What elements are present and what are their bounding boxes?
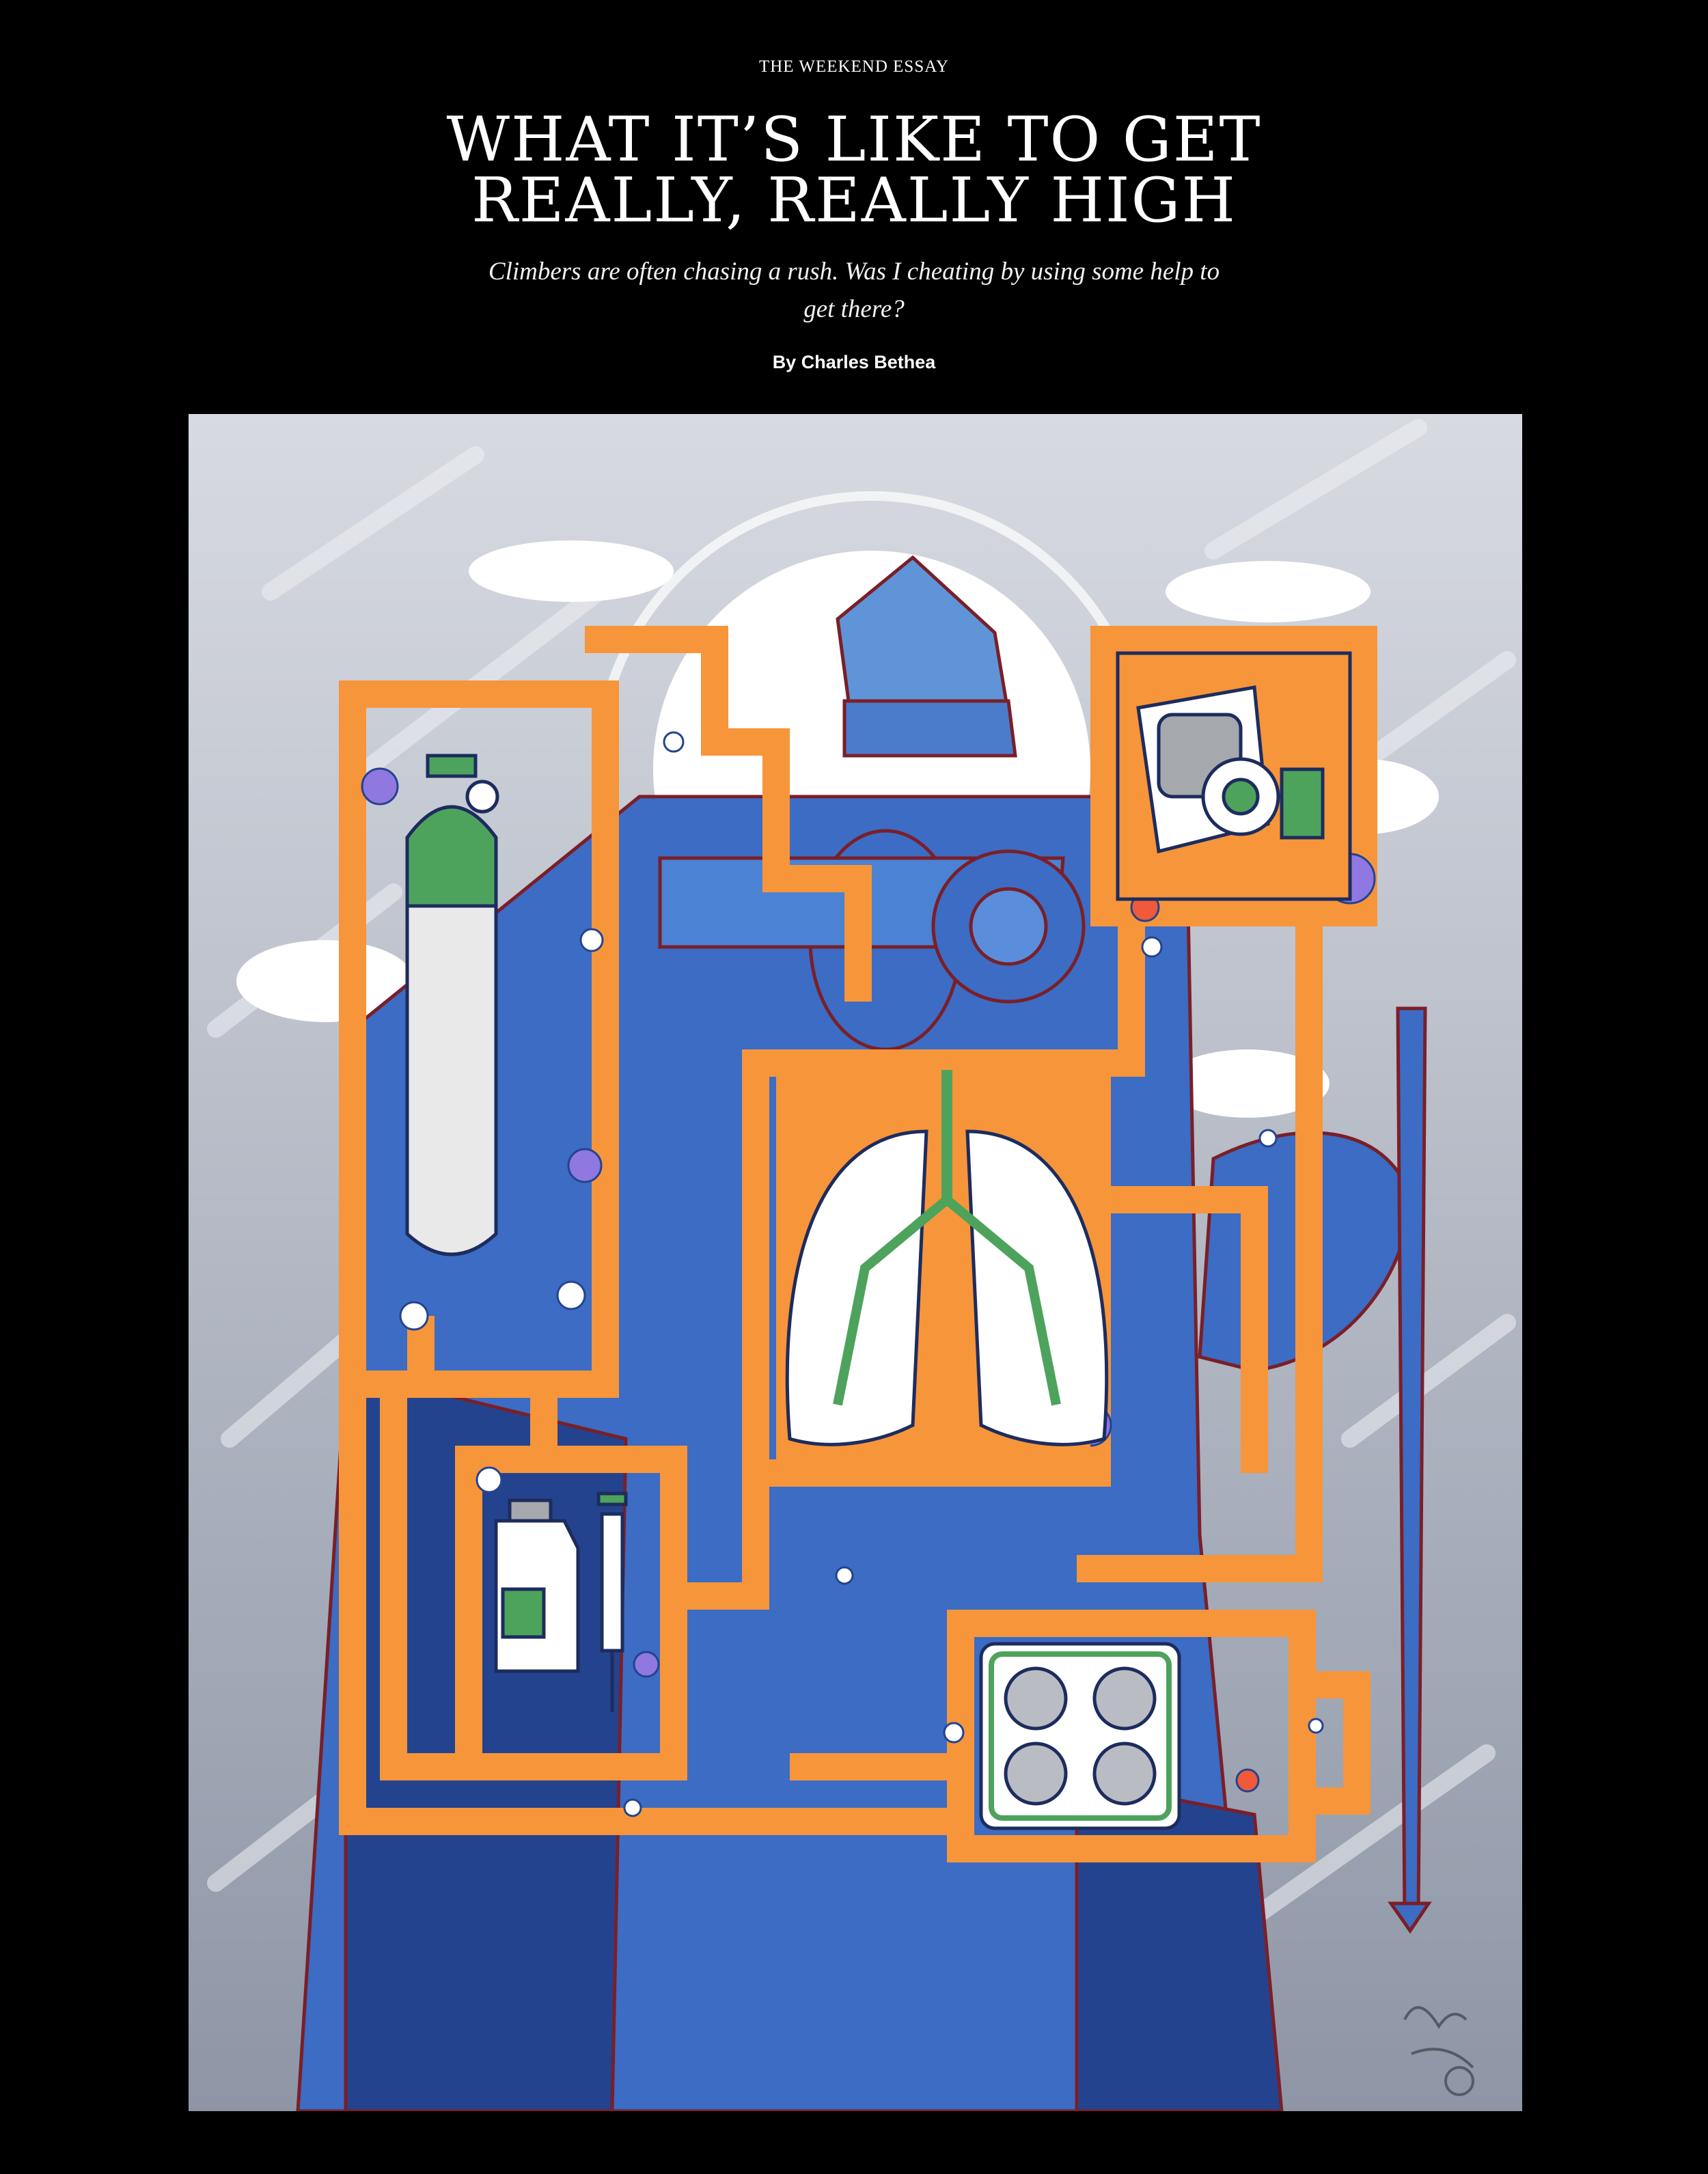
oxygen-tank-icon <box>405 754 499 1256</box>
headline: WHAT IT’S LIKE TO GET REALLY, REALLY HIG… <box>0 109 1708 232</box>
dek: Climbers are often chasing a rush. Was I… <box>488 258 1220 323</box>
ice-axe-icon <box>1388 1006 1432 1934</box>
syringe-icon <box>596 1491 628 1712</box>
headline-line-2: REALLY, REALLY HIGH <box>471 165 1237 236</box>
oxygen-mask-icon <box>1116 651 1352 901</box>
pills-icon <box>979 1642 1181 1830</box>
lungs-icon <box>776 1070 1109 1473</box>
rubric: THE WEEKEND ESSAY <box>758 57 950 76</box>
hero-illustration <box>189 414 1522 2111</box>
artist-signature <box>1403 2006 1474 2096</box>
headline-line-1: WHAT IT’S LIKE TO GET <box>446 104 1262 176</box>
vial-icon <box>494 1498 580 1673</box>
byline[interactable]: By Charles Bethea <box>772 352 936 372</box>
